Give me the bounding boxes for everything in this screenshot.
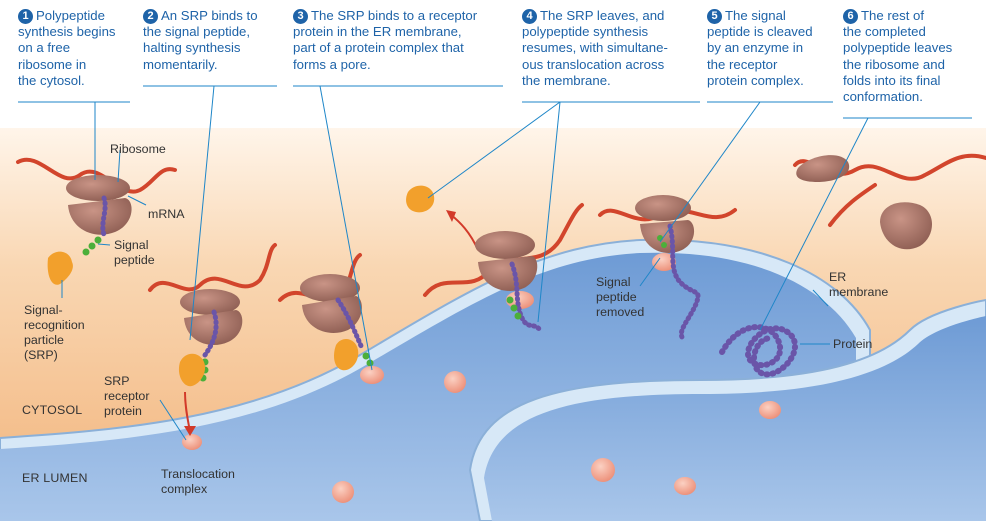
step-5-number: 5: [707, 9, 722, 24]
ribosome-srp-bound: [178, 289, 243, 436]
membrane-pore: [674, 477, 696, 495]
label-protein: Protein: [833, 337, 873, 351]
step-5-text: The signal peptide is cleaved by an enzy…: [707, 8, 813, 88]
ribosome-translocating: [475, 231, 543, 333]
step-1-number: 1: [18, 9, 33, 24]
ribosome-free: [66, 175, 132, 256]
step-6-number: 6: [843, 9, 858, 24]
label-ribosome: Ribosome: [110, 142, 166, 156]
ribosome-cleaving: [635, 195, 701, 343]
ribosome-docking: [300, 274, 384, 384]
label-srp: Signal- recognition particle (SRP): [24, 303, 85, 362]
step-1-text: Polypeptide synthesis begins on a free r…: [18, 8, 116, 88]
label-translocation-complex: Translocation complex: [161, 467, 235, 496]
label-signal-peptide: Signal peptide: [114, 238, 155, 267]
lumen-particle: [591, 458, 615, 482]
step-2-number: 2: [143, 9, 158, 24]
label-signal-peptide-removed: Signal peptide removed: [596, 275, 645, 319]
step-4-text: The SRP leaves, and polypeptide synthesi…: [522, 8, 668, 88]
step-2-text: An SRP binds to the signal peptide, halt…: [143, 8, 258, 72]
label-mrna: mRNA: [148, 207, 185, 221]
step-4-number: 4: [522, 9, 537, 24]
lumen-particle: [332, 481, 354, 503]
label-srp-receptor: SRP receptor protein: [104, 374, 150, 418]
folded-protein: [719, 324, 798, 378]
label-cytosol: CYTOSOL: [22, 403, 83, 417]
label-er-lumen: ER LUMEN: [22, 471, 88, 485]
srp-free: [47, 251, 73, 285]
srp-released: [406, 185, 435, 213]
label-er-membrane: ER membrane: [829, 270, 889, 299]
ribosome-subunit-small: [880, 202, 932, 250]
ribosome-subunit-large: [796, 155, 850, 182]
step-3-number: 3: [293, 9, 308, 24]
membrane-pore: [182, 434, 202, 450]
step-3-text: The SRP binds to a receptor protein in t…: [293, 8, 478, 72]
membrane-pore: [759, 401, 781, 419]
step-6-text: The rest of the completed polypeptide le…: [843, 8, 953, 105]
lumen-particle: [444, 371, 466, 393]
leader-lines: [18, 85, 972, 441]
